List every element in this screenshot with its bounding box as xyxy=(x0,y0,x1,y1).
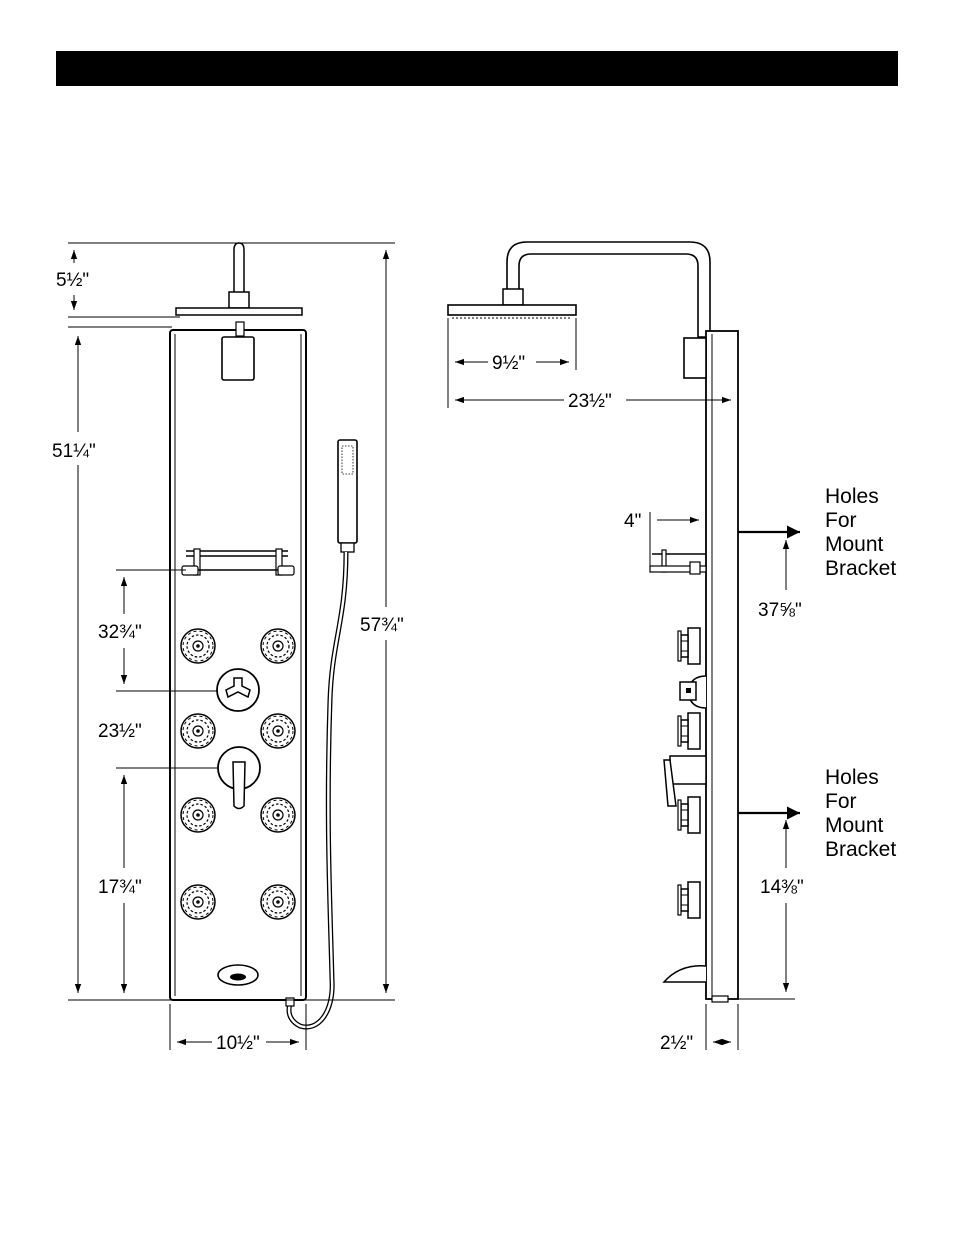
svg-text:Mount: Mount xyxy=(825,814,884,837)
dim-panel-height: 51¼" xyxy=(52,441,96,462)
rain-head-collar xyxy=(229,292,249,308)
dim-panel-width: 10½" xyxy=(216,1033,260,1054)
hand-shower xyxy=(338,440,357,552)
dim-head-diameter: 9½" xyxy=(492,353,525,374)
thermostat-knob xyxy=(217,669,259,711)
body-jet-side xyxy=(678,797,700,833)
svg-text:Holes: Holes xyxy=(825,766,879,789)
dim-thermostat-height: 23½" xyxy=(98,721,142,742)
body-jet-side xyxy=(678,713,700,749)
drain-side xyxy=(664,966,706,982)
upper-bracket-label: Holes For Mount Bracket xyxy=(825,485,896,580)
svg-text:For: For xyxy=(825,790,857,813)
side-view: 9½" 23½" 4" 37⅝" 14⅜" 2½" Holes For Moun… xyxy=(448,242,896,1054)
dim-rain-head-height: 5½" xyxy=(56,270,89,291)
dim-shelf-height: 32¾" xyxy=(98,622,142,643)
svg-text:Holes: Holes xyxy=(825,485,879,508)
lower-bracket-label: Holes For Mount Bracket xyxy=(825,766,896,861)
body-jet xyxy=(181,885,215,919)
svg-text:For: For xyxy=(825,509,857,532)
dim-shelf-depth: 4" xyxy=(624,511,641,532)
rain-head-front xyxy=(176,308,302,315)
front-view: 5½" 51¼" 57¾" 32¾" 23½" 17¾" 10½" xyxy=(52,243,404,1054)
top-outlet-block xyxy=(222,337,254,380)
dim-upper-bracket-height: 37⅝" xyxy=(758,600,802,621)
rain-head-side xyxy=(448,305,576,315)
dim-arm-reach: 23½" xyxy=(568,391,612,412)
body-jet xyxy=(261,714,295,748)
body-jet-side xyxy=(678,628,700,664)
body-jet xyxy=(181,714,215,748)
svg-text:Bracket: Bracket xyxy=(825,838,896,861)
svg-text:Mount: Mount xyxy=(825,533,884,556)
dim-panel-depth: 2½" xyxy=(660,1033,693,1054)
dim-diverter-height: 17¾" xyxy=(98,877,142,898)
shower-panel-side xyxy=(706,331,738,999)
body-jet xyxy=(261,885,295,919)
svg-text:Bracket: Bracket xyxy=(825,557,896,580)
body-jet-side xyxy=(678,882,700,918)
shower-arm-side xyxy=(507,242,710,337)
dim-lower-bracket-height: 14⅜" xyxy=(760,877,804,898)
thermostat-side xyxy=(680,676,706,708)
shelf-side xyxy=(650,550,706,574)
body-jet xyxy=(261,629,295,663)
body-jet xyxy=(181,798,215,832)
body-jet xyxy=(261,798,295,832)
body-jet xyxy=(181,629,215,663)
dim-overall-height: 57¾" xyxy=(360,615,404,636)
